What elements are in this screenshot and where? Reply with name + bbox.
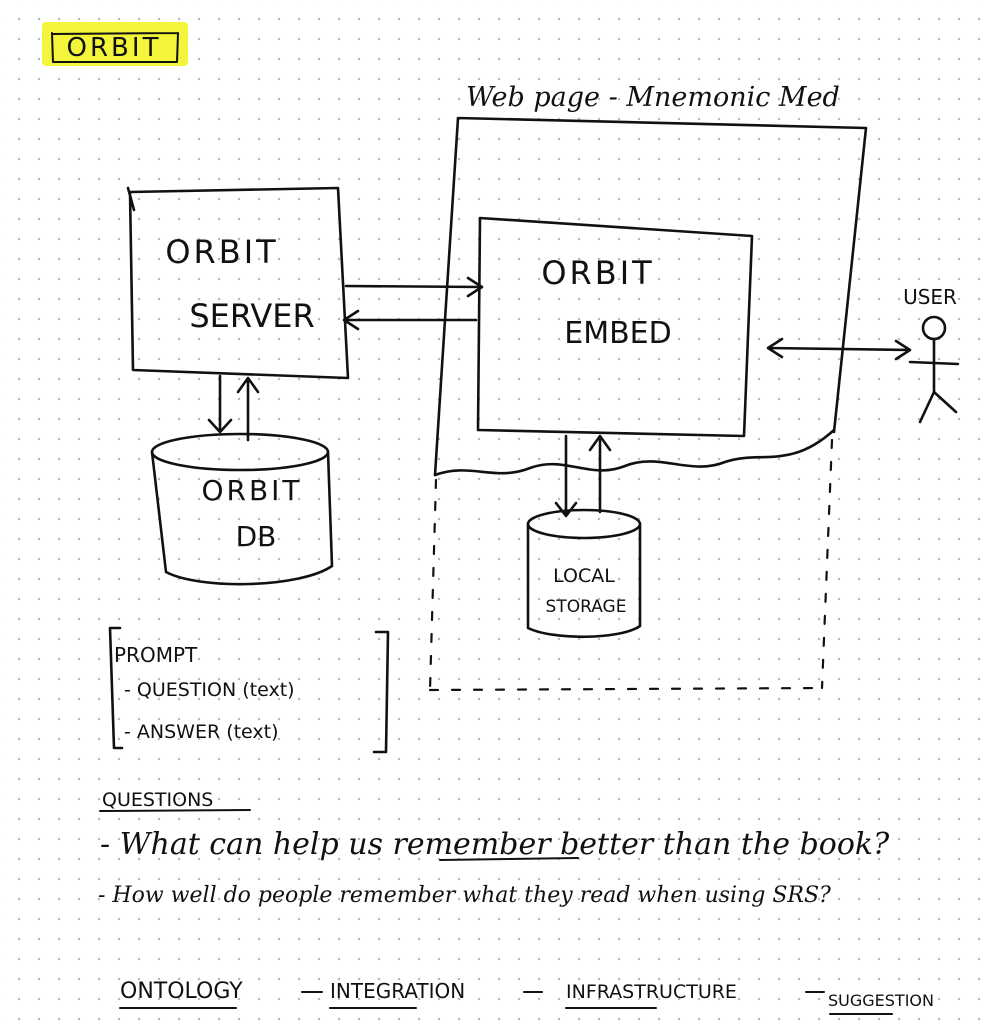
local-storage-label-2: STORAGE bbox=[546, 597, 627, 617]
user-head-icon bbox=[921, 315, 947, 341]
questions-section: QUESTIONS - What can help us remember be… bbox=[98, 789, 890, 908]
arrow-embed-to-storage bbox=[554, 434, 578, 518]
questions-heading-underline bbox=[99, 809, 251, 812]
webpage-fold-wave bbox=[433, 428, 836, 477]
orbit-db-label-1: ORBIT bbox=[201, 474, 302, 507]
arrow-storage-to-embed bbox=[588, 434, 612, 514]
local-storage-label-1: LOCAL bbox=[553, 565, 615, 587]
orbit-embed-label-1: ORBIT bbox=[541, 254, 654, 292]
orbit-server-label-1: ORBIT bbox=[165, 233, 278, 271]
orbit-embed-label-2: EMBED bbox=[564, 316, 671, 351]
questions-heading: QUESTIONS bbox=[102, 789, 213, 811]
webpage-label: Web page - Mnemonic Med bbox=[466, 82, 840, 113]
prompt-field-answer: - ANSWER (text) bbox=[124, 721, 279, 743]
prompt-right-bracket bbox=[372, 630, 390, 754]
orbit-server-label-2: SERVER bbox=[189, 297, 314, 335]
user-label: USER bbox=[903, 285, 957, 309]
prompt-left-bracket bbox=[108, 626, 124, 750]
title-box bbox=[51, 32, 179, 63]
arrow-db-to-server bbox=[236, 376, 260, 442]
topics-row: ONTOLOGY INTEGRATION INFRASTRUCTURE SUGG… bbox=[119, 979, 934, 1015]
arrow-embed-to-server bbox=[342, 309, 478, 331]
orbit-embed-box: ORBIT EMBED bbox=[476, 216, 754, 438]
prompt-field-question: - QUESTION (text) bbox=[124, 679, 295, 701]
user-body-icon bbox=[908, 337, 960, 424]
page-title: ORBIT bbox=[67, 33, 162, 63]
webpage-offscreen-dashed bbox=[428, 438, 834, 692]
arrow-embed-user bbox=[766, 337, 912, 361]
webpage-frame bbox=[433, 116, 868, 477]
orbit-db-cylinder: ORBIT DB bbox=[150, 432, 334, 586]
local-storage-cylinder: LOCAL STORAGE bbox=[526, 508, 642, 639]
arrow-server-to-embed bbox=[344, 276, 484, 298]
prompt-schema: PROMPT - QUESTION (text) - ANSWER (text) bbox=[108, 626, 390, 754]
user-stick-figure: USER bbox=[903, 285, 960, 424]
arrow-server-to-db bbox=[207, 374, 233, 434]
orbit-server-box: ORBIT SERVER bbox=[126, 186, 350, 380]
prompt-header: PROMPT bbox=[114, 643, 198, 667]
question-item-1: - What can help us remember better than … bbox=[100, 827, 890, 862]
orbit-db-label-2: DB bbox=[236, 520, 277, 553]
topic-infrastructure: INFRASTRUCTURE bbox=[566, 981, 737, 1003]
topic-ontology: ONTOLOGY bbox=[120, 979, 243, 1004]
title-block: ORBIT bbox=[42, 22, 188, 66]
topic-integration: INTEGRATION bbox=[330, 979, 465, 1003]
question-item-2: - How well do people remember what they … bbox=[98, 883, 831, 908]
remember-underline bbox=[439, 857, 579, 861]
topic-suggestion: SUGGESTION bbox=[828, 991, 934, 1010]
